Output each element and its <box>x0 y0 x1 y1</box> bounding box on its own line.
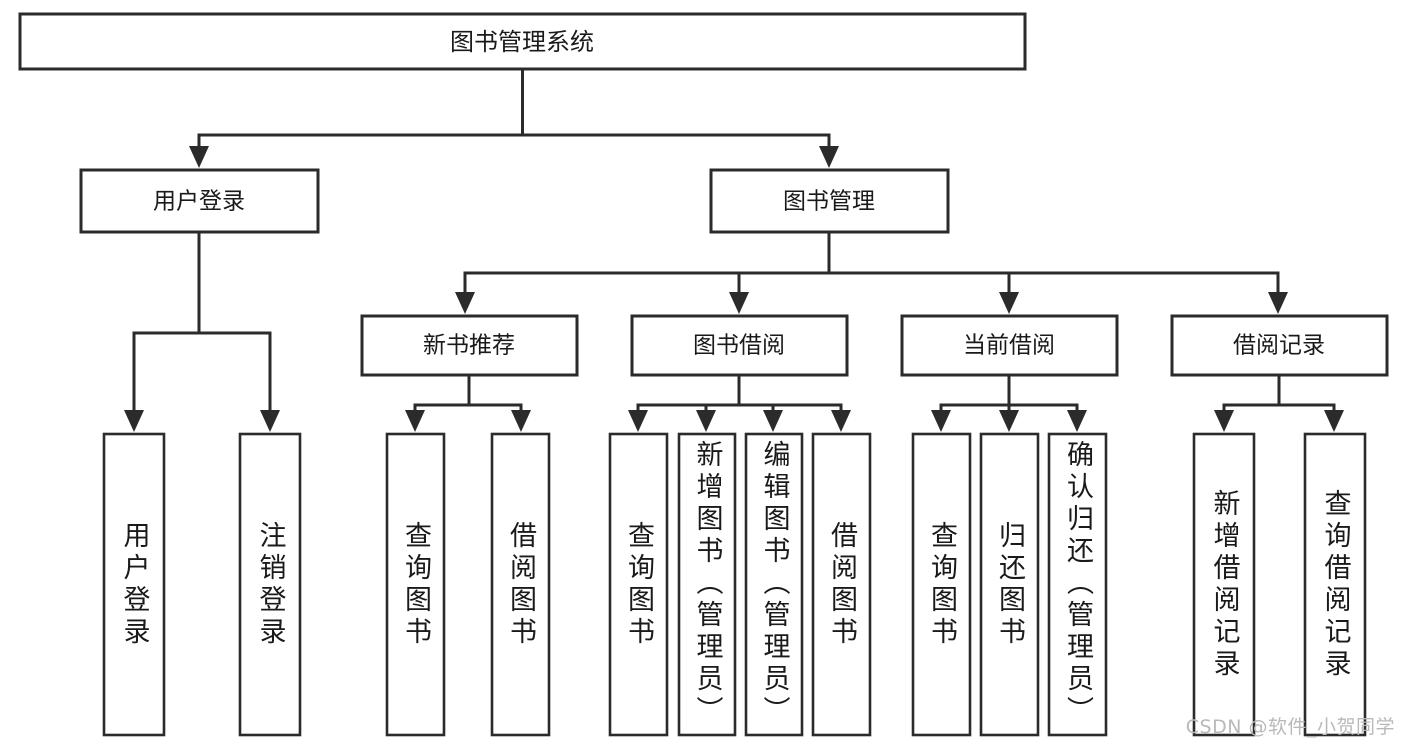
leaf-user-logout-box[interactable] <box>238 432 302 737</box>
node-borrow-record-label: 借阅记录 <box>1233 333 1325 359</box>
arrow-leaf-query-record <box>1324 410 1344 432</box>
arrow-to-new-book-recommend <box>455 292 475 314</box>
node-borrow-record-box[interactable] <box>1170 314 1389 377</box>
arrow-leaf-query-book-3 <box>931 410 951 432</box>
node-new-book-recommend-box[interactable] <box>360 314 579 377</box>
leaf-query-book-3-box[interactable] <box>911 432 972 737</box>
arrow-leaf-edit-book <box>763 410 783 432</box>
node-user-login-label: 用户登录 <box>153 189 245 215</box>
node-borrow-record[interactable]: 借阅记录 <box>1170 314 1389 377</box>
node-root-label: 图书管理系统 <box>450 28 594 56</box>
node-user-login[interactable]: 用户登录 <box>79 168 320 234</box>
arrow-leaf-add-record <box>1214 410 1234 432</box>
arrow-to-user-login <box>189 146 209 168</box>
node-book-manage[interactable]: 图书管理 <box>709 168 950 234</box>
arrow-leaf-query-book-1 <box>405 410 425 432</box>
node-user-login-box[interactable] <box>79 168 320 234</box>
node-current-borrow[interactable]: 当前借阅 <box>900 314 1119 377</box>
arrow-leaf-user-logout <box>260 410 280 432</box>
leaf-box-layer <box>102 432 1367 737</box>
leaf-borrow-book-1-box[interactable] <box>490 432 551 737</box>
leaf-edit-book-box[interactable] <box>744 432 804 737</box>
leaf-query-book-2-box[interactable] <box>608 432 669 737</box>
node-new-book-recommend-label: 新书推荐 <box>423 333 515 359</box>
leaf-borrow-book-2-box[interactable] <box>811 432 872 737</box>
node-book-borrow-box[interactable] <box>630 314 849 377</box>
arrow-leaf-confirm-return <box>1067 410 1087 432</box>
arrow-leaf-query-book-2 <box>628 410 648 432</box>
arrow-leaf-borrow-book-2 <box>831 410 851 432</box>
node-root[interactable]: 图书管理系统 <box>18 12 1027 71</box>
connector-layer <box>124 67 1344 432</box>
leaf-add-book-box[interactable] <box>677 432 737 737</box>
arrow-to-book-borrow <box>729 292 749 314</box>
node-book-manage-label: 图书管理 <box>783 189 875 215</box>
arrow-to-current-borrow <box>999 292 1019 314</box>
node-new-book-recommend[interactable]: 新书推荐 <box>360 314 579 377</box>
node-book-manage-box[interactable] <box>709 168 950 234</box>
leaf-add-record-box[interactable] <box>1192 432 1256 737</box>
node-root-box[interactable] <box>18 12 1027 71</box>
arrow-leaf-user-login <box>124 410 144 432</box>
arrow-to-borrow-record <box>1268 292 1288 314</box>
leaf-user-login-box[interactable] <box>102 432 166 737</box>
arrow-leaf-borrow-book-1 <box>511 410 531 432</box>
node-book-borrow-label: 图书借阅 <box>693 333 785 359</box>
arrow-leaf-add-book <box>696 410 716 432</box>
leaf-query-book-1-box[interactable] <box>385 432 446 737</box>
arrow-leaf-return-book <box>999 410 1019 432</box>
watermark-text: CSDN @软件_小贺同学 <box>1185 716 1395 738</box>
leaf-return-book-box[interactable] <box>979 432 1040 737</box>
leaf-query-record-box[interactable] <box>1303 432 1367 737</box>
node-current-borrow-label: 当前借阅 <box>963 333 1055 359</box>
node-current-borrow-box[interactable] <box>900 314 1119 377</box>
leaf-confirm-return-box[interactable] <box>1047 432 1108 737</box>
arrow-to-book-manage <box>819 146 839 168</box>
node-book-borrow[interactable]: 图书借阅 <box>630 314 849 377</box>
